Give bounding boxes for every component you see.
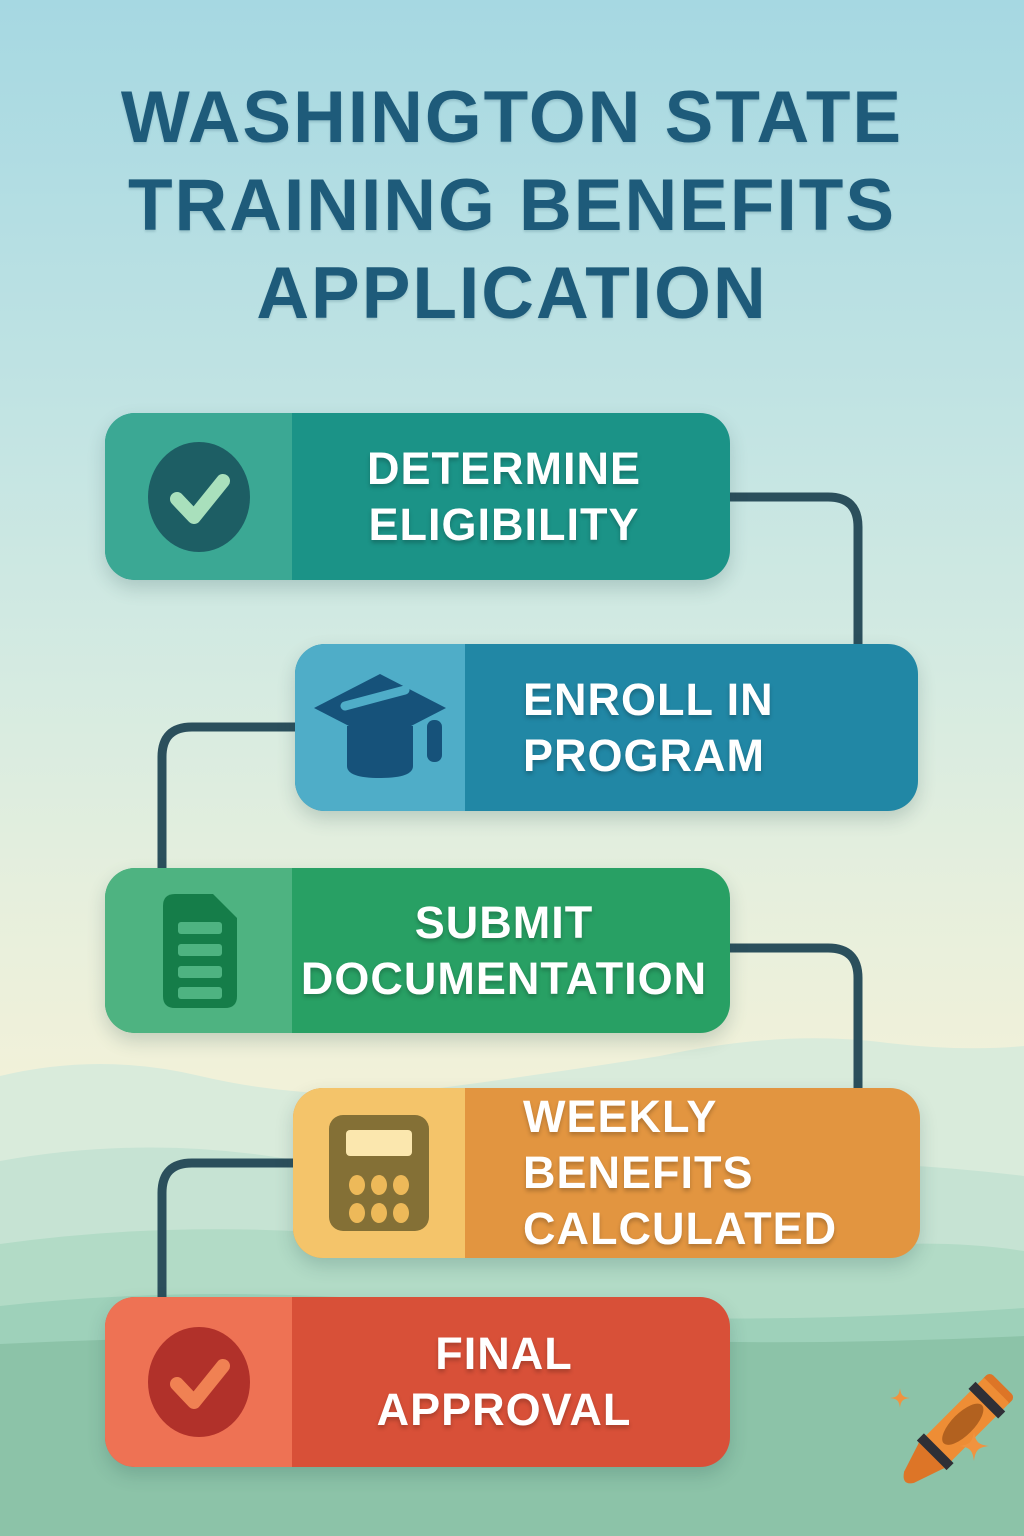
step-label-line: SUBMIT xyxy=(414,896,594,948)
step-icon-panel xyxy=(105,413,292,580)
step-weekly-benefits-calculated: WEEKLY BENEFITS CALCULATED xyxy=(293,1088,920,1258)
connector-step3-step4 xyxy=(725,943,863,1097)
step-determine-eligibility: DETERMINE ELIGIBILITY xyxy=(105,413,730,580)
sparkle-icon xyxy=(959,1431,989,1461)
step-label: FINAL APPROVAL xyxy=(292,1297,730,1467)
step-label-line: APPROVAL xyxy=(376,1384,632,1435)
step-icon-panel xyxy=(293,1088,465,1258)
crayon-tip xyxy=(903,1442,945,1484)
step-label-line: ENROLL IN xyxy=(523,673,774,725)
connector-step4-step5 xyxy=(157,1158,302,1305)
step-icon-panel xyxy=(295,644,465,811)
crayon-band-bottom xyxy=(916,1433,954,1471)
step-label-line: ELIGIBILITY xyxy=(368,498,640,550)
document-icon xyxy=(162,893,237,1008)
crayon-top-cap xyxy=(981,1373,1014,1406)
crayon-label-oval xyxy=(942,1403,984,1445)
page-title-line-1: WASHINGTON STATE xyxy=(120,77,904,158)
step-icon-panel xyxy=(105,1297,292,1467)
step-label: DETERMINE ELIGIBILITY xyxy=(292,413,730,580)
page-title: WASHINGTON STATE TRAINING BENEFITS APPLI… xyxy=(0,74,1024,338)
page-title-line-2: TRAINING BENEFITS xyxy=(127,165,897,246)
step-label-line: FINAL xyxy=(435,1328,573,1379)
step-enroll-in-program: ENROLL IN PROGRAM xyxy=(295,644,918,811)
connector-step1-step2 xyxy=(725,492,863,653)
step-label-line: PROGRAM xyxy=(523,729,765,781)
step-label-line: DETERMINE xyxy=(366,442,641,494)
sparkle-icon xyxy=(890,1388,910,1408)
step-label: WEEKLY BENEFITS CALCULATED xyxy=(465,1088,920,1258)
step-label: ENROLL IN PROGRAM xyxy=(465,644,918,811)
step-submit-documentation: SUBMIT DOCUMENTATION xyxy=(105,868,730,1033)
step-label: SUBMIT DOCUMENTATION xyxy=(292,868,730,1033)
step-label-line: WEEKLY BENEFITS xyxy=(523,1091,754,1198)
step-icon-panel xyxy=(105,868,292,1033)
crayon-icon xyxy=(890,1373,1014,1484)
step-label-line: DOCUMENTATION xyxy=(300,952,708,1004)
page-title-line-3: APPLICATION xyxy=(256,253,768,334)
check-circle-icon xyxy=(147,441,250,552)
step-label-line: CALCULATED xyxy=(523,1203,838,1254)
check-circle-icon xyxy=(147,1327,250,1437)
crayon-band-top xyxy=(968,1381,1006,1419)
graduation-cap-icon xyxy=(314,673,446,778)
connector-step2-step3 xyxy=(157,722,302,877)
calculator-icon xyxy=(329,1115,429,1231)
step-final-approval: FINAL APPROVAL xyxy=(105,1297,730,1467)
